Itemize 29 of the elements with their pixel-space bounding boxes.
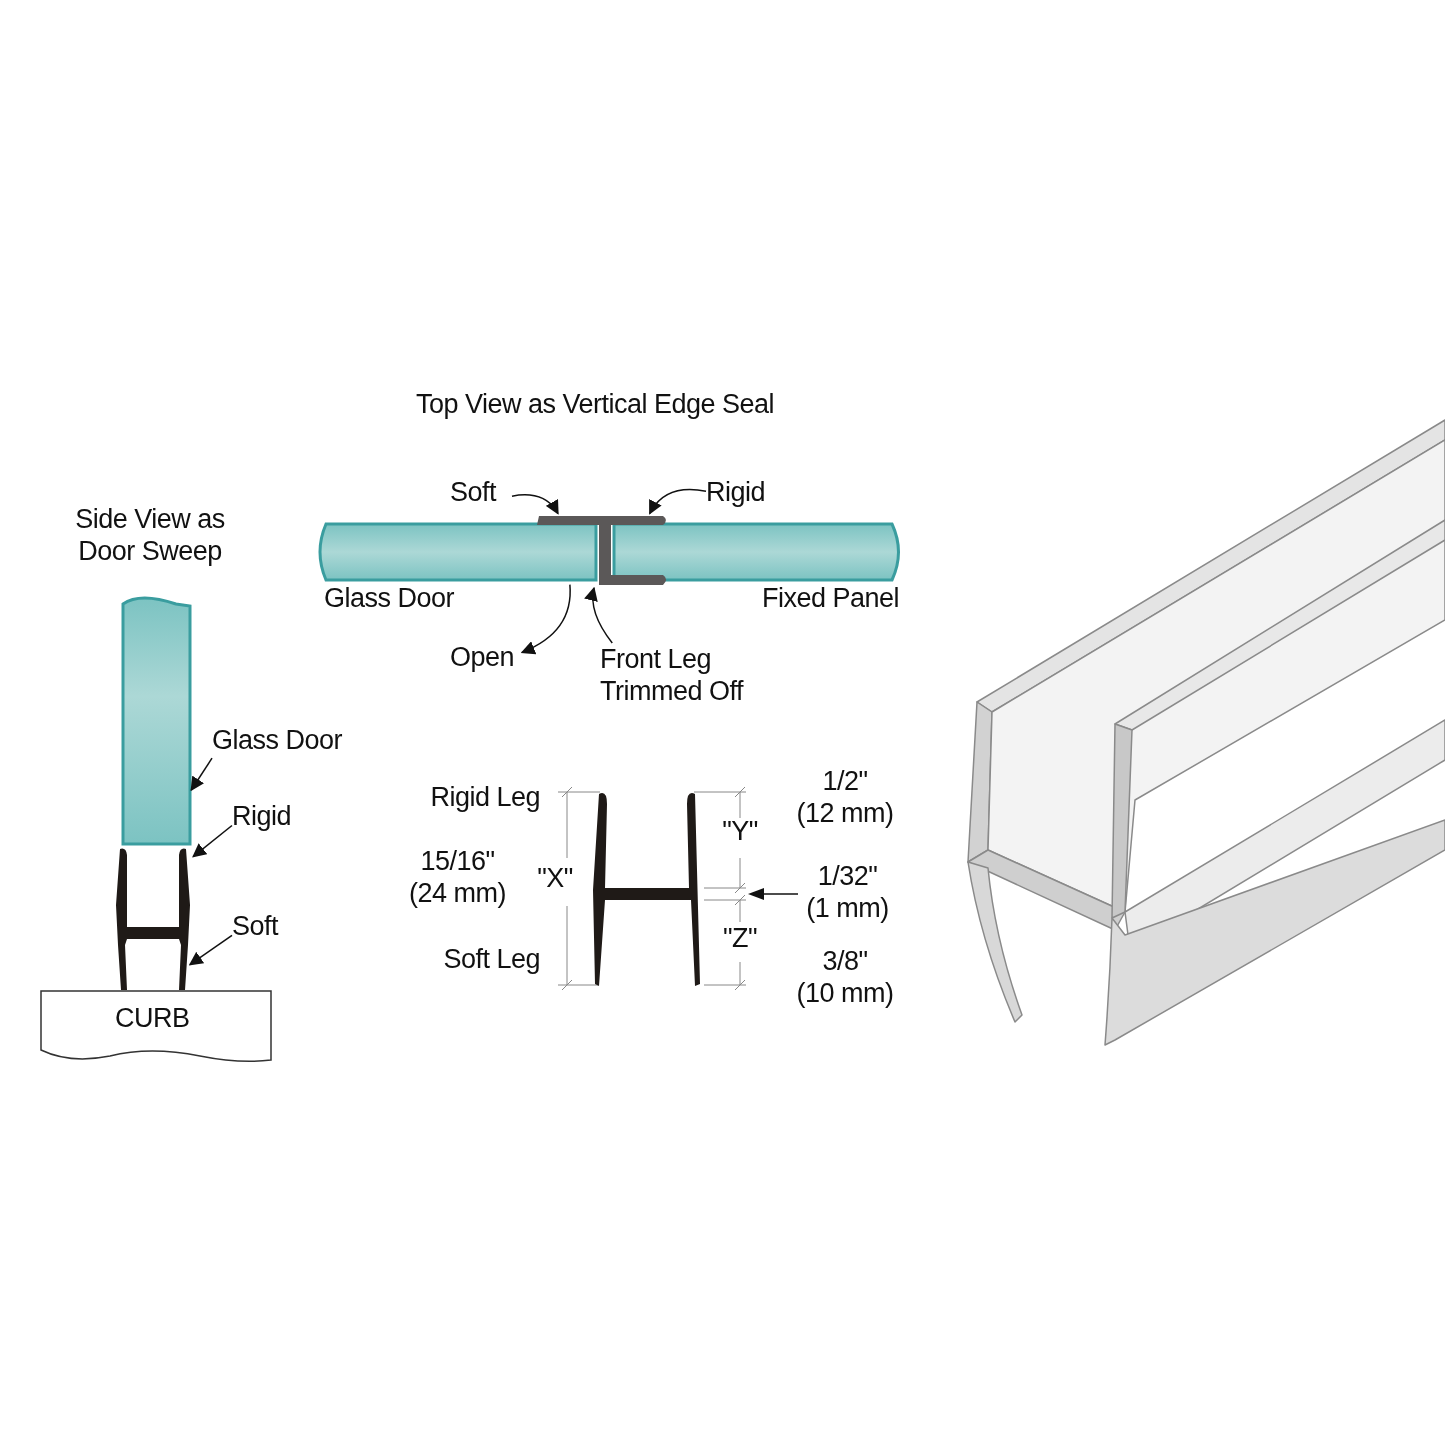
callout-label: Glass Door [212,724,362,757]
dimension-label: Soft Leg [442,943,540,976]
part-label: CURB [115,1002,190,1035]
dimension-label: "X" [536,862,574,895]
arrow [511,494,559,515]
part-label: Fixed Panel [761,582,899,615]
dimension-label: "Y" [721,815,759,848]
arrow [520,583,571,654]
callout-label: Rigid [706,476,778,509]
callout-label: Rigid [232,800,307,833]
dimension-label: "Z" [721,922,759,955]
dimension-label: 3/8" (10 mm) [795,945,895,1010]
dimension-label: 1/32" (1 mm) [805,860,890,925]
arrow [192,824,233,858]
arrow [188,934,233,966]
arrow [190,757,213,792]
callout-label: Soft [450,476,512,509]
callout-label: Front Leg Trimmed Off [600,643,775,708]
dimension-label: 15/16" (24 mm) [408,845,507,910]
part-label: Glass Door [324,582,455,615]
glass-door-drawing [120,596,192,846]
callout-label: Open [450,641,522,674]
dimension-label: 1/2" (12 mm) [795,765,895,830]
view-heading: Top View as Vertical Edge Seal [414,388,776,421]
dimension-label: Rigid Leg [429,781,540,814]
arrow [649,488,707,515]
arrow [584,586,613,644]
view-heading: Side View as Door Sweep [74,503,226,568]
callout-label: Soft [232,910,302,943]
